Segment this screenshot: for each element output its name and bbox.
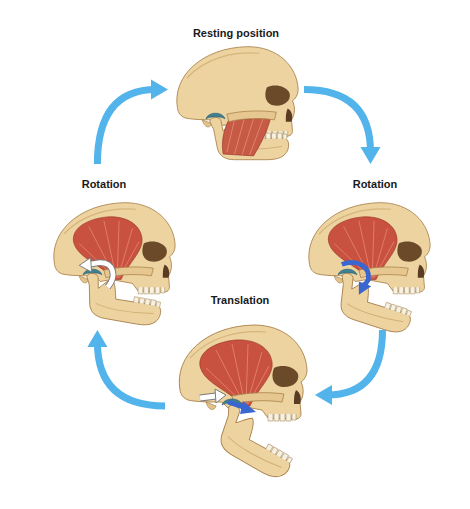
stage-label: Translation [165,294,315,307]
cycle-arrow [97,80,168,165]
stage-label: Rotation [38,178,170,191]
stage-figure: Resting position [168,22,304,172]
cycle-arrow [87,330,165,406]
skull-rotation-closing [54,203,175,328]
cycle-arrow [304,90,381,165]
stage-figure: Translation [165,286,315,504]
stage-figure: Rotation [300,164,450,330]
cycle-arrow [315,330,383,405]
skull-translation [179,325,307,483]
skull-resting [177,47,298,160]
skull-rotation-opening [309,203,430,337]
stage-label: Rotation [300,178,450,191]
stage-figure: Rotation [38,164,170,330]
stage-label: Resting position [168,27,304,40]
